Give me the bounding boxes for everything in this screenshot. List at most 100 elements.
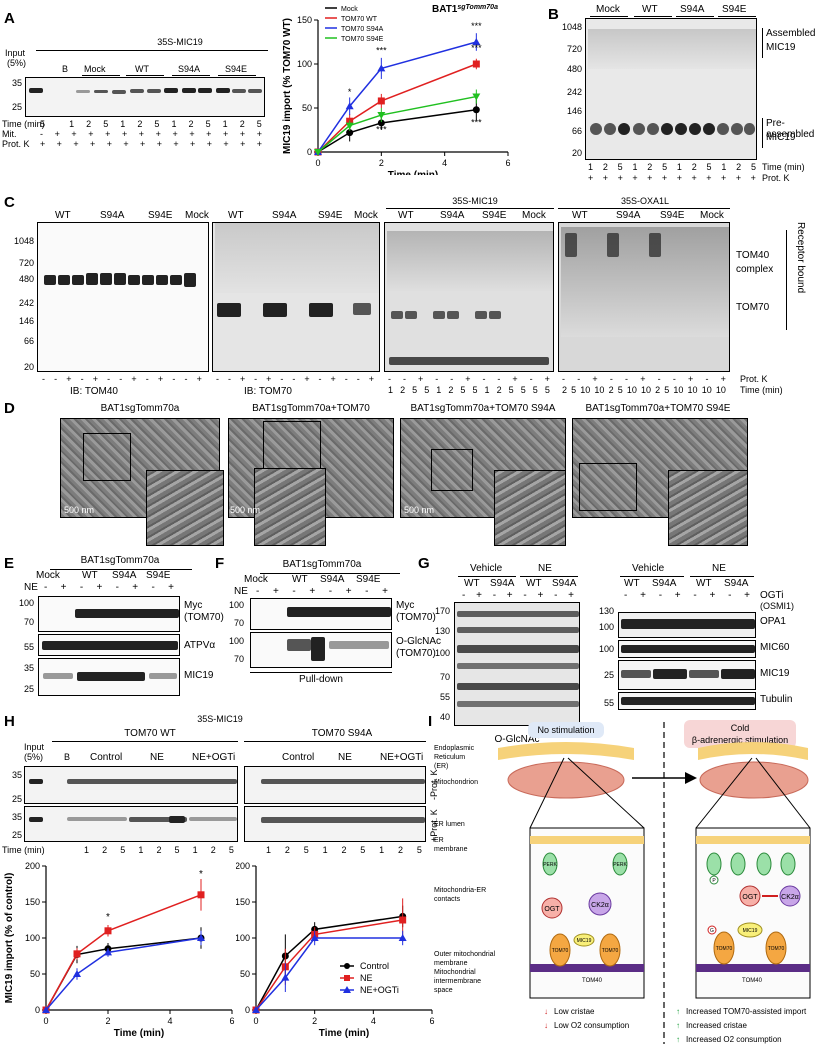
significance-star: *** <box>471 21 482 31</box>
b-time-label: Time (min) <box>762 162 805 172</box>
lbl-er-lumen: ER lumen <box>434 821 465 828</box>
right-result-3: Increased O2 consumption <box>686 1035 782 1044</box>
tom70-right-label-1: TOM70 <box>716 946 733 952</box>
significance-star: *** <box>471 43 482 53</box>
lbl-intermembrane: intermembrane <box>434 978 481 985</box>
right-result-2: Increased cristae <box>686 1021 747 1030</box>
right-header-box <box>684 720 796 748</box>
p-marker-right-label: P <box>712 878 716 884</box>
mw-35: 35 <box>11 78 22 88</box>
panel-label-b: B <box>548 6 559 23</box>
legend-entry-2: TOM70 S94A <box>341 26 384 33</box>
data-point <box>281 973 290 981</box>
f-mw-70b: 70 <box>233 654 244 664</box>
panel-label-i: I <box>428 713 433 730</box>
c2-group-s94e: S94E <box>318 210 343 221</box>
data-point <box>197 891 205 899</box>
y-tick-label: 100 <box>25 933 40 943</box>
x-tick-label: 2 <box>105 1016 110 1026</box>
x-tick-label: 0 <box>253 1016 258 1026</box>
mic19-right-label: MIC19 <box>743 928 758 934</box>
y-tick-label: 150 <box>236 897 250 907</box>
g-right-s94a1: S94A <box>652 578 677 589</box>
perk-right-4 <box>780 852 796 876</box>
c1-pk-row: --+-+--+-+--+ <box>42 374 202 384</box>
er-left <box>498 742 634 760</box>
g-band-mic19: MIC19 <box>760 668 790 679</box>
legend-marker <box>344 975 350 981</box>
c-mw-146: 146 <box>18 316 34 326</box>
e-group-s94e: S94E <box>146 570 171 581</box>
e-band-myc: Myc <box>184 600 203 611</box>
h-gel-s94a-plus <box>244 806 426 842</box>
c-mw-1048: 1048 <box>13 236 34 246</box>
f-band-oglcnac: O-GlcNAc <box>396 636 441 647</box>
lbl-reticulum: Reticulum <box>434 754 465 761</box>
group-s94e: S94E <box>225 64 248 74</box>
legend-entry-0: Control <box>360 961 389 971</box>
c2-pk-row: --+-+--+-+--+ <box>216 374 374 384</box>
significance-star: *** <box>376 125 387 135</box>
left-header: No stimulation <box>537 725 594 735</box>
series-line-2 <box>317 41 477 153</box>
g-mw-55: 55 <box>439 692 450 702</box>
em-inset-2 <box>254 468 326 546</box>
y-tick-label: 150 <box>297 15 312 25</box>
h-mw-35b: 35 <box>11 812 22 822</box>
mic19-right <box>737 922 763 938</box>
ogt-right-label: OGT <box>742 894 758 901</box>
d-title-4: BAT1sgTomm70a+TOM70 S94E <box>585 403 731 414</box>
y-axis-label: MIC19 import (% TOM70 WT) <box>282 18 293 154</box>
g-rmw-100b: 100 <box>598 644 614 654</box>
data-point <box>104 948 112 956</box>
em-inset-4 <box>668 470 748 546</box>
panel-a-gel <box>25 77 265 117</box>
g-band-tubulin: Tubulin <box>760 694 793 705</box>
group-mock: Mock <box>84 64 106 74</box>
b-mw-480: 480 <box>566 64 582 74</box>
y-tick-label: 50 <box>240 969 250 979</box>
b-mw-66: 66 <box>571 126 582 136</box>
h-input-pct: (5%) <box>24 752 44 762</box>
svg-text:↑: ↑ <box>676 1035 680 1044</box>
tom70-left-2 <box>599 933 621 967</box>
tom40-right-label: TOM40 <box>742 978 763 984</box>
mito-left <box>507 761 625 799</box>
right-header-1: Cold <box>731 723 750 733</box>
b-mw-1048: 1048 <box>561 22 582 32</box>
y-tick-label: 150 <box>25 897 40 907</box>
lbl-mito-er: Mitochondria-ER <box>434 887 486 894</box>
h-r-group-control: Control <box>282 752 315 763</box>
e-mw-25: 25 <box>23 684 34 694</box>
ogt-left-label: OGT <box>544 906 560 913</box>
right-result-1: Increased TOM70-assisted import <box>686 1007 807 1016</box>
d-title-2: BAT1sgTomm70a+TOM70 <box>252 403 370 414</box>
g-left-footer: O-GlcNAc <box>494 734 540 745</box>
h-l-group-ne: NE <box>150 752 164 763</box>
legend-marker <box>343 986 351 993</box>
perk-left-1 <box>542 852 558 876</box>
b-mw-242: 242 <box>566 87 582 97</box>
b-mw-146: 146 <box>566 106 582 116</box>
perk-label-1: PERK <box>543 862 557 868</box>
g-left-wt2: WT <box>526 578 542 589</box>
g-left-s94a1: S94A <box>490 578 515 589</box>
tom70-left-label-1: TOM70 <box>552 948 569 954</box>
svg-text:↓: ↓ <box>544 1021 548 1030</box>
legend-entry-2: NE+OGTi <box>360 985 399 995</box>
lbl-er2: ER <box>434 837 444 844</box>
c-annot-tom40: TOM40 <box>736 250 770 261</box>
h-r-group-ne: NE <box>338 752 352 763</box>
c3-group-s94a: S94A <box>440 210 465 221</box>
h-title: 35S-MIC19 <box>197 714 243 724</box>
f-band-myc: Myc <box>396 600 415 611</box>
c-receptor-bound: Receptor bound <box>795 222 806 294</box>
series-line-2 <box>45 937 202 1011</box>
d-title-3: BAT1sgTomm70a+TOM70 S94A <box>410 403 556 414</box>
data-point <box>104 927 112 935</box>
c-protk-label: Prot. K <box>740 374 768 384</box>
g-ogti-label: OGTi <box>760 590 784 601</box>
panel-c-gel-tom40 <box>37 222 209 372</box>
c3-group-s94e: S94E <box>482 210 507 221</box>
